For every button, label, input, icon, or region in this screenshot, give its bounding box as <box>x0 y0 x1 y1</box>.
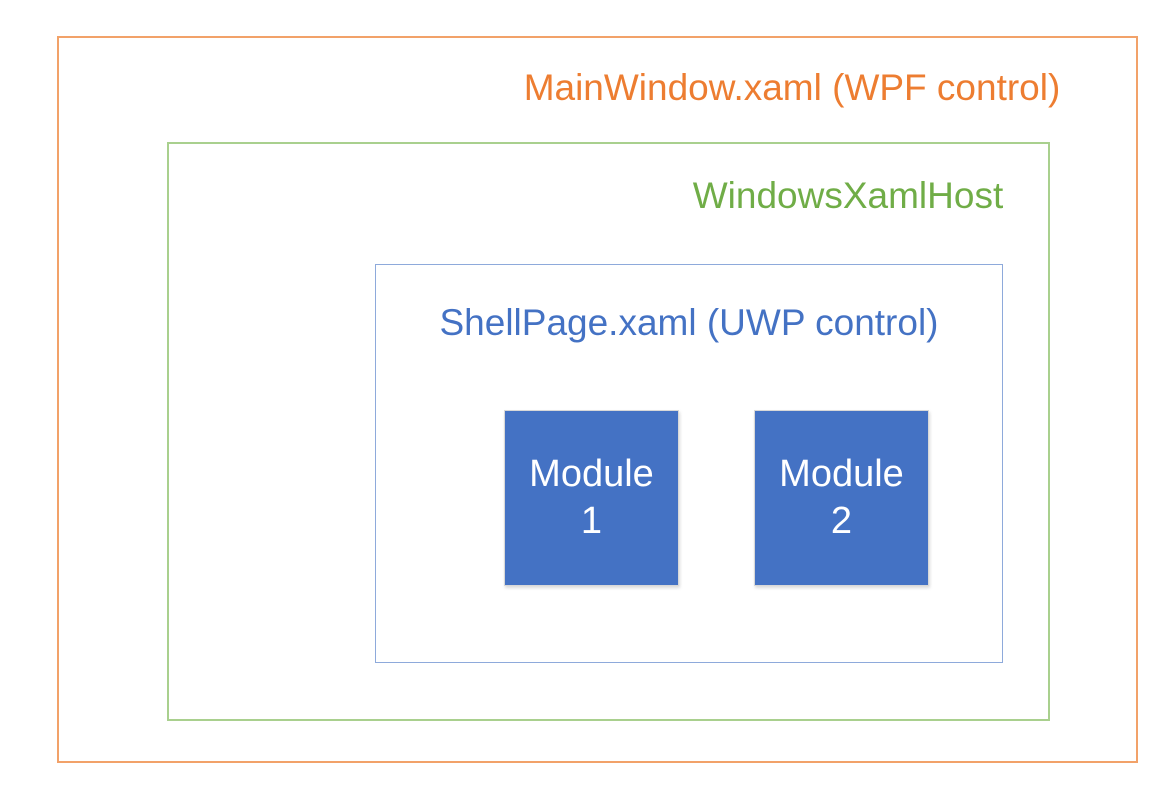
mainwindow-label: MainWindow.xaml (WPF control) <box>523 67 1061 108</box>
windowsxamlhost-box: WindowsXamlHost ShellPage.xaml (UWP cont… <box>167 142 1050 721</box>
module-2-box: Module 2 <box>754 410 929 586</box>
module-1-label: Module 1 <box>529 452 654 543</box>
windowsxamlhost-label: WindowsXamlHost <box>692 175 1004 216</box>
mainwindow-box: MainWindow.xaml (WPF control) WindowsXam… <box>57 36 1138 763</box>
shellpage-label: ShellPage.xaml (UWP control) <box>439 302 939 343</box>
module-1-box: Module 1 <box>504 410 679 586</box>
shellpage-box: ShellPage.xaml (UWP control) Module 1 Mo… <box>375 264 1003 663</box>
module-2-label: Module 2 <box>779 452 904 543</box>
